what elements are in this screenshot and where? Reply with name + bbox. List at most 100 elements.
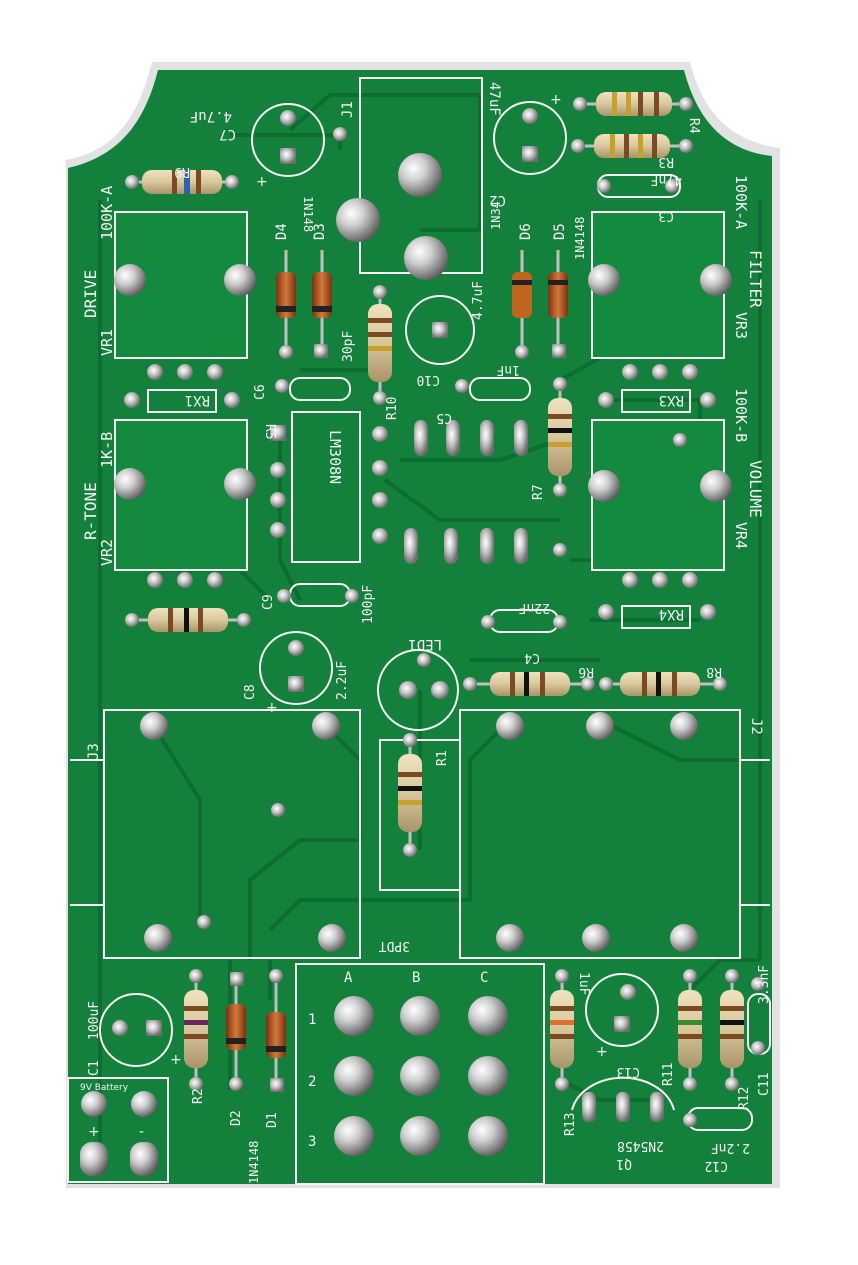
label-c11: C11 [757, 1073, 772, 1096]
label-c12: C12 [705, 1158, 728, 1173]
label-c11-value: 3.3nF [757, 965, 772, 1004]
label-j1: J1 [340, 101, 356, 118]
label-battery-minus: - [139, 1124, 144, 1140]
plus-mark-c1: + [170, 1052, 182, 1068]
label-c10-value: 4.7uF [471, 281, 486, 320]
label-c3: C3 [658, 208, 674, 223]
label-volume: VOLUME [746, 460, 765, 518]
label-c1: C1 [87, 1060, 102, 1076]
label-d3: D3 [312, 223, 328, 240]
oval-pads [404, 420, 664, 1122]
label-col-a: A [344, 970, 353, 986]
silkscreen-labels: DRIVE 100K-A VR1 R-TONE 1K-B VR2 FILTER … [80, 82, 772, 1184]
label-r13: R13 [563, 1113, 578, 1136]
label-rtone: R-TONE [81, 482, 100, 540]
label-c10: C10 [417, 372, 440, 387]
label-switch: 3PDT [379, 938, 410, 953]
label-vr2: VR2 [98, 539, 116, 566]
label-j2: J2 [748, 718, 764, 735]
jack-j3 [70, 709, 361, 959]
label-c4-value: 22nF [519, 600, 550, 615]
label-r4: R4 [686, 118, 701, 134]
plus-mark-c8: + [266, 700, 278, 716]
led1-footprint [377, 649, 459, 731]
plus-mark-c2: + [550, 92, 562, 108]
label-d1: D1 [265, 1112, 280, 1128]
label-row-2: 2 [308, 1074, 316, 1090]
cap-c2 [493, 101, 567, 175]
label-filter-value: 100K-A [732, 175, 750, 229]
label-c6: C6 [253, 384, 268, 400]
label-r2: R2 [191, 1088, 206, 1104]
label-c9: C9 [261, 594, 276, 610]
label-volume-value: 100K-B [732, 388, 750, 442]
label-d2: D2 [229, 1110, 244, 1126]
label-d34-type: 1N148 [301, 196, 315, 232]
cap-c8 [259, 631, 333, 705]
label-c2-value: 47uF [486, 82, 502, 116]
label-r11: R11 [661, 1063, 676, 1086]
label-r5: R5 [262, 424, 277, 440]
label-r8: R8 [706, 664, 722, 679]
film-cap-pads [275, 179, 765, 1127]
dc-jack-j1 [336, 77, 483, 280]
label-c7: C7 [219, 126, 236, 142]
label-c3-value: 47nF [651, 172, 682, 187]
label-r6: R6 [578, 664, 594, 679]
pot-vr2 [114, 419, 256, 588]
label-rx3: RX3 [659, 392, 684, 408]
label-q1-type: 2N5458 [617, 1138, 664, 1153]
label-r10: R10 [385, 397, 400, 420]
pot-vr4 [588, 419, 732, 588]
rx3-footprint [598, 389, 716, 413]
misc-pads [125, 97, 739, 1092]
cap-c1 [99, 993, 173, 1067]
label-vr1: VR1 [98, 329, 116, 356]
label-drive-value: 100K-A [98, 186, 116, 240]
label-drive: DRIVE [81, 270, 100, 318]
label-vr3: VR3 [732, 312, 750, 339]
diodes [226, 250, 568, 1080]
cap-c7 [251, 103, 347, 177]
label-d5-type: 1N4148 [573, 217, 587, 260]
label-r3: R3 [658, 154, 674, 169]
resistors [126, 92, 744, 1084]
rx1-footprint [124, 389, 240, 413]
label-c13: C13 [617, 1064, 640, 1079]
footswitch-3pdt [295, 739, 545, 1185]
jack-j2 [459, 709, 770, 959]
label-col-c: C [480, 970, 488, 986]
label-ic: LM308N [326, 430, 344, 484]
plus-mark-c13: + [596, 1044, 608, 1060]
label-d6: D6 [518, 223, 534, 240]
label-c7-value: 4.7uF [190, 108, 232, 124]
label-battery: 9V Battery [80, 1083, 129, 1093]
label-j3: J3 [86, 743, 102, 760]
plus-mark-c7: + [256, 174, 268, 190]
label-battery-plus: + [88, 1124, 100, 1140]
label-led: LED1 [408, 636, 442, 652]
label-r12: R12 [737, 1087, 752, 1110]
label-r9: R9 [174, 164, 190, 179]
label-d6-type: 1N34 [489, 201, 503, 230]
pot-vr3 [588, 211, 732, 380]
label-row-1: 1 [308, 1012, 316, 1028]
label-rx4: RX4 [659, 606, 684, 622]
label-c13-value: 1uF [576, 972, 591, 996]
label-c8: C8 [243, 684, 258, 700]
label-q1: Q1 [616, 1156, 632, 1171]
q1-footprint [571, 1076, 675, 1111]
label-rtone-value: 1K-B [98, 432, 116, 468]
pot-vr1 [114, 211, 256, 380]
cap-c10 [405, 295, 475, 365]
battery-connector [67, 1077, 169, 1183]
label-c6-value: 30pF [341, 331, 356, 362]
label-filter: FILTER [746, 250, 765, 308]
label-c5: C5 [436, 410, 452, 425]
label-c12-value: 2.2nF [711, 1140, 750, 1155]
ic-lm308n [270, 411, 388, 563]
label-c1-value: 100uF [87, 1001, 102, 1040]
label-r7: R7 [531, 484, 546, 500]
label-d12-type: 1N4148 [247, 1141, 261, 1184]
